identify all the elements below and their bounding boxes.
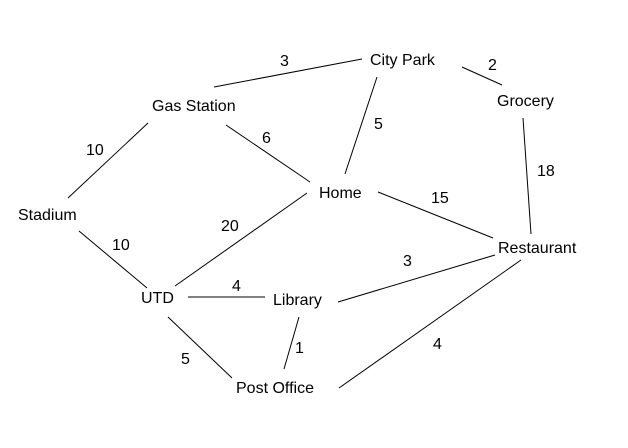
node-utd: UTD [141,290,174,307]
weight-gas-station-city-park: 3 [280,53,289,70]
edge-gas-station-home [225,124,311,183]
edge-gas-station-city-park [213,58,363,88]
weight-gas-station-stadium: 10 [86,142,104,159]
weight-utd-library: 4 [232,278,241,295]
node-library: Library [273,292,322,309]
node-grocery: Grocery [497,93,554,110]
weight-stadium-utd: 10 [112,237,130,254]
weight-library-post-office: 1 [295,340,304,357]
edge-city-park-grocery [461,66,503,86]
node-post-office: Post Office [236,380,314,397]
node-stadium: Stadium [18,207,77,224]
edge-restaurant-post-office [338,259,522,389]
nodes-layer: City Park Grocery Gas Station Home Stadi… [18,52,577,397]
edge-gas-station-stadium [67,122,149,199]
node-city-park: City Park [370,52,436,69]
edge-library-post-office [283,316,300,370]
edges-layer [67,58,532,389]
weight-city-park-home: 5 [374,116,383,133]
weight-utd-post-office: 5 [181,351,190,368]
weight-home-restaurant: 15 [431,190,449,207]
node-restaurant: Restaurant [498,240,577,257]
edge-home-utd [174,192,308,287]
weight-library-restaurant: 3 [403,253,412,270]
node-home: Home [319,185,362,202]
weight-home-utd: 20 [221,218,239,235]
weight-restaurant-post-office: 4 [433,336,442,353]
weight-city-park-grocery: 2 [488,57,497,74]
edge-library-restaurant [337,254,496,303]
edge-grocery-restaurant [522,117,532,235]
node-gas-station: Gas Station [152,98,236,115]
weight-grocery-restaurant: 18 [537,163,555,180]
edge-home-restaurant [377,191,494,239]
edge-city-park-home [344,76,378,175]
weight-gas-station-home: 6 [262,130,271,147]
edge-stadium-utd [78,230,148,289]
edge-utd-post-office [167,316,233,379]
weights-layer: 3 2 5 6 10 18 15 10 20 4 3 1 5 4 [86,53,555,368]
